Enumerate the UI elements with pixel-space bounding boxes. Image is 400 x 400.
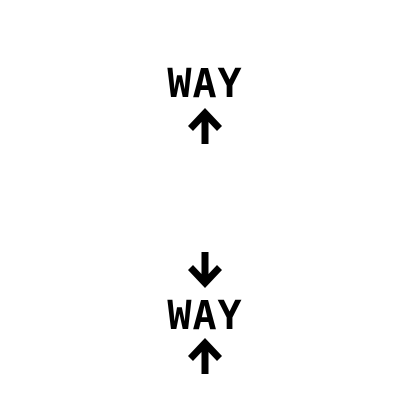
up-arrow-icon (188, 338, 222, 374)
bottom-way-label: WAY (167, 293, 243, 339)
top-way-label: WAY (167, 61, 243, 107)
up-arrow-icon (188, 108, 222, 144)
down-arrow-icon (188, 252, 222, 288)
